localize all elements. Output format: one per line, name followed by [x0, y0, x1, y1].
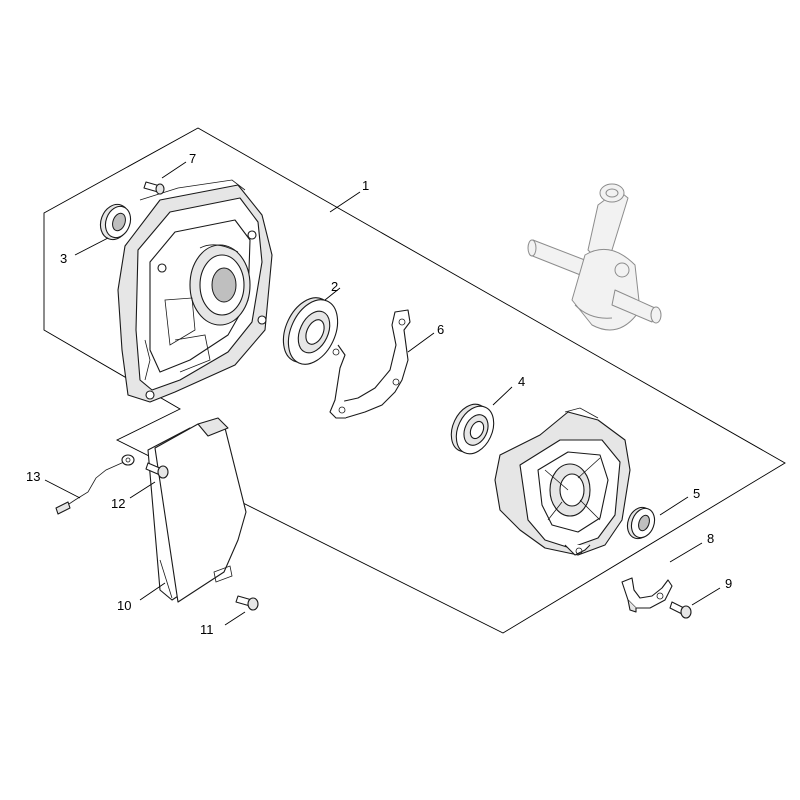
- leader-7: [161, 161, 187, 179]
- screw-12[interactable]: [145, 462, 169, 479]
- cover-10[interactable]: [147, 417, 247, 603]
- callout-3: 3: [60, 251, 67, 266]
- screw-7[interactable]: [143, 181, 165, 195]
- leader-9: [691, 587, 721, 606]
- bearing-4[interactable]: [444, 398, 501, 460]
- crankshaft-assembly: [527, 183, 662, 331]
- callout-13: 13: [26, 469, 40, 484]
- bearing-2[interactable]: [274, 290, 348, 372]
- callout-6: 6: [437, 322, 444, 337]
- leader-3: [74, 237, 109, 256]
- callout-11: 11: [200, 622, 214, 637]
- gasket-6[interactable]: [329, 309, 411, 419]
- leader-2: [324, 287, 341, 301]
- leader-5: [659, 496, 689, 516]
- screw-9[interactable]: [669, 601, 692, 619]
- callout-4: 4: [518, 374, 525, 389]
- wire-13[interactable]: [55, 454, 135, 515]
- callout-5: 5: [693, 486, 700, 501]
- leader-12: [129, 481, 156, 499]
- screw-11[interactable]: [235, 595, 259, 611]
- callout-1: 1: [362, 178, 369, 193]
- callout-9: 9: [725, 576, 732, 591]
- seal-5[interactable]: [623, 504, 658, 542]
- assembly-outline: [43, 127, 786, 634]
- callout-2: 2: [331, 279, 338, 294]
- leader-1: [329, 191, 361, 213]
- callout-12: 12: [111, 496, 125, 511]
- leader-13: [44, 479, 81, 499]
- leader-11: [224, 611, 246, 626]
- callout-7: 7: [189, 151, 196, 166]
- leader-8: [669, 542, 703, 563]
- seal-3[interactable]: [96, 200, 135, 243]
- leader-6: [407, 332, 435, 353]
- bracket-8[interactable]: [621, 577, 673, 613]
- crankcase-left[interactable]: [117, 179, 273, 403]
- leader-4: [492, 386, 513, 406]
- leader-10: [139, 582, 166, 601]
- callout-10: 10: [117, 598, 131, 613]
- crankcase-right[interactable]: [494, 407, 631, 556]
- callout-8: 8: [707, 531, 714, 546]
